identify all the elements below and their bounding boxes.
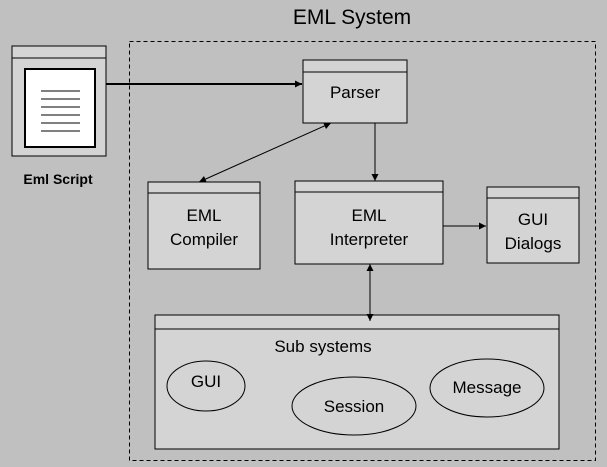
system-boundary [129,41,596,461]
compiler-box [147,181,261,270]
session-subsystem-label: Session [323,397,385,416]
system-title: EML System [292,6,412,29]
parser-label: Parser [329,83,381,102]
interpreter-label-line2: Interpreter [329,230,409,249]
subsystems-title: Sub systems [274,337,372,356]
message-subsystem-label: Message [452,378,522,397]
gui-subsystem-ellipse [166,360,246,412]
interpreter-box [294,180,444,265]
script-label: Eml Script [23,171,93,187]
gui-dialogs-label-line1: GUI [517,210,549,229]
parser-compiler-arrow [198,122,332,183]
compiler-label-line1: EML [186,206,222,225]
message-subsystem-ellipse [429,358,545,418]
gui-dialogs-label-line2: Dialogs [504,234,562,253]
compiler-label-line2: Compiler [169,230,239,249]
session-subsystem-ellipse [291,376,417,436]
script-document-icon [11,45,107,157]
gui-subsystem-label: GUI [190,372,222,391]
gui-dialogs-box [486,186,580,264]
parser-box [302,59,408,124]
interpreter-label-line1: EML [351,206,387,225]
